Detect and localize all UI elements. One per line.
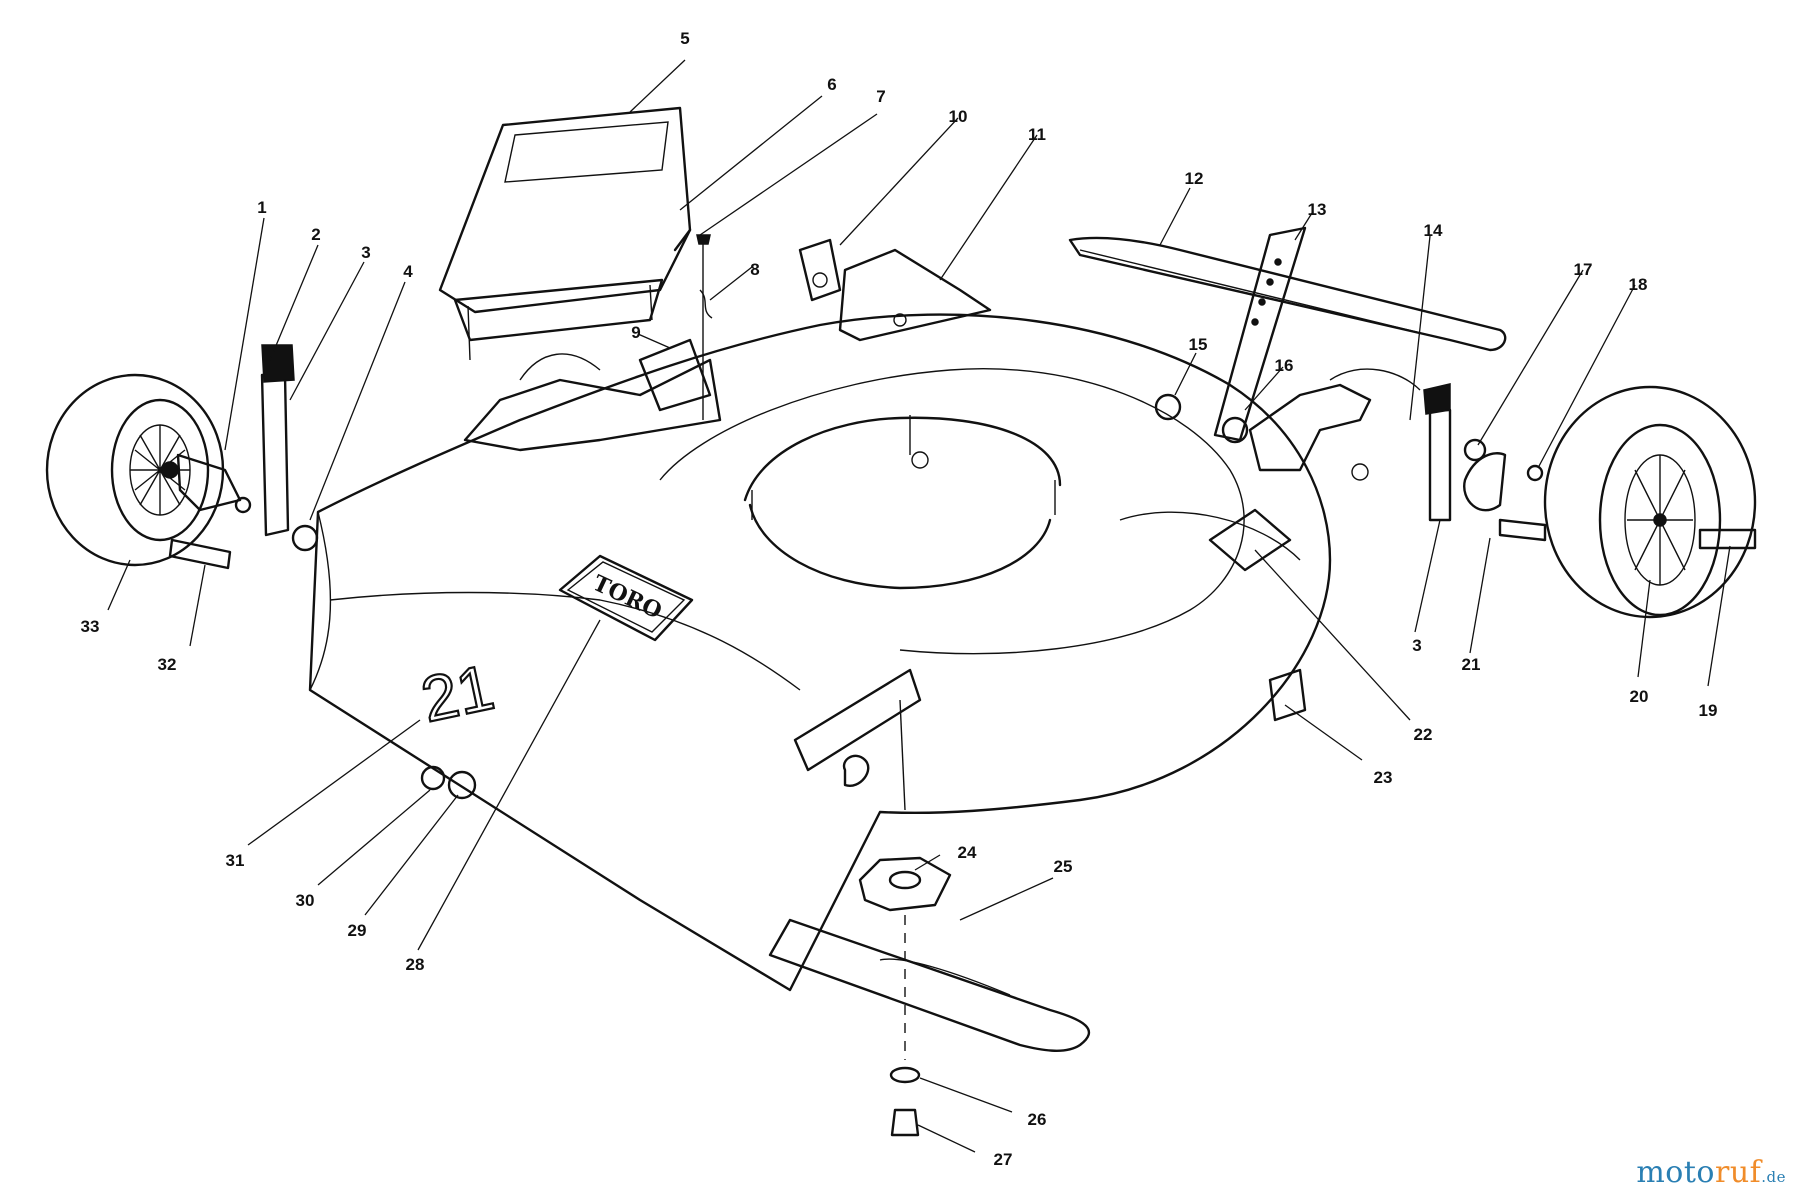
callout-3-left: 3 (361, 243, 370, 262)
callout-10: 10 (949, 107, 968, 126)
leader-lines (107, 59, 1731, 1153)
callout-8: 8 (750, 260, 759, 279)
callout-2: 2 (311, 225, 320, 244)
callout-22: 22 (1414, 725, 1433, 744)
site-watermark: motoruf.de (1636, 1155, 1786, 1190)
deck-size-mark: 21 (415, 651, 500, 736)
left-axle-assembly (168, 344, 319, 570)
rear-wheel-bracket (1154, 368, 1421, 481)
rear-housing-top (838, 248, 992, 342)
callout-28: 28 (406, 955, 425, 974)
front-hardware-small (420, 765, 477, 800)
callout-1: 1 (257, 198, 266, 217)
brand-badge-text: TORO (589, 570, 666, 624)
decals (1208, 508, 1307, 722)
rear-door (438, 106, 692, 361)
callout-26: 26 (1028, 1110, 1047, 1129)
watermark-part-c: .de (1761, 1168, 1786, 1186)
watermark-part-a: moto (1636, 1155, 1715, 1190)
callout-5: 5 (680, 29, 689, 48)
front-wheel-left (45, 373, 225, 567)
height-lever-right (1423, 383, 1452, 522)
callout-27: 27 (994, 1150, 1013, 1169)
callout-16: 16 (1275, 356, 1294, 375)
trailing-shield (1068, 236, 1507, 352)
watermark-part-b: ruf (1714, 1155, 1762, 1190)
callout-7: 7 (876, 87, 885, 106)
callout-23: 23 (1374, 768, 1393, 787)
callout-9: 9 (631, 323, 640, 342)
hinge-bracket (798, 238, 842, 302)
callout-14: 14 (1424, 221, 1443, 240)
callout-30: 30 (296, 891, 315, 910)
callout-6: 6 (827, 75, 836, 94)
callout-13: 13 (1308, 200, 1327, 219)
callout-11: 11 (1028, 125, 1046, 144)
callout-15: 15 (1189, 335, 1208, 354)
callout-32: 32 (158, 655, 177, 674)
front-height-adjuster (793, 668, 922, 811)
blade-assembly (768, 856, 1091, 1137)
callout-33: 33 (81, 617, 100, 636)
engine-mount-ring (743, 415, 1062, 590)
callout-4: 4 (403, 262, 413, 281)
callout-29: 29 (348, 921, 367, 940)
callout-12: 12 (1185, 169, 1204, 188)
deck-housing (308, 313, 1332, 992)
callout-17: 17 (1574, 260, 1593, 279)
callout-24: 24 (958, 843, 977, 862)
door-hardware (638, 228, 713, 420)
callout-19: 19 (1699, 701, 1718, 720)
rear-wheel-right (1543, 385, 1757, 619)
right-axle-hardware (1463, 438, 1547, 542)
callout-25: 25 (1054, 857, 1073, 876)
callout-3-right: 3 (1412, 636, 1421, 655)
callout-21: 21 (1462, 655, 1481, 674)
callout-18: 18 (1629, 275, 1648, 294)
rear-baffle (463, 353, 722, 452)
callout-31: 31 (226, 851, 245, 870)
callout-20: 20 (1630, 687, 1649, 706)
callout-labels: 1 2 3 4 5 6 7 8 9 10 11 12 13 14 15 16 1… (81, 29, 1718, 1169)
